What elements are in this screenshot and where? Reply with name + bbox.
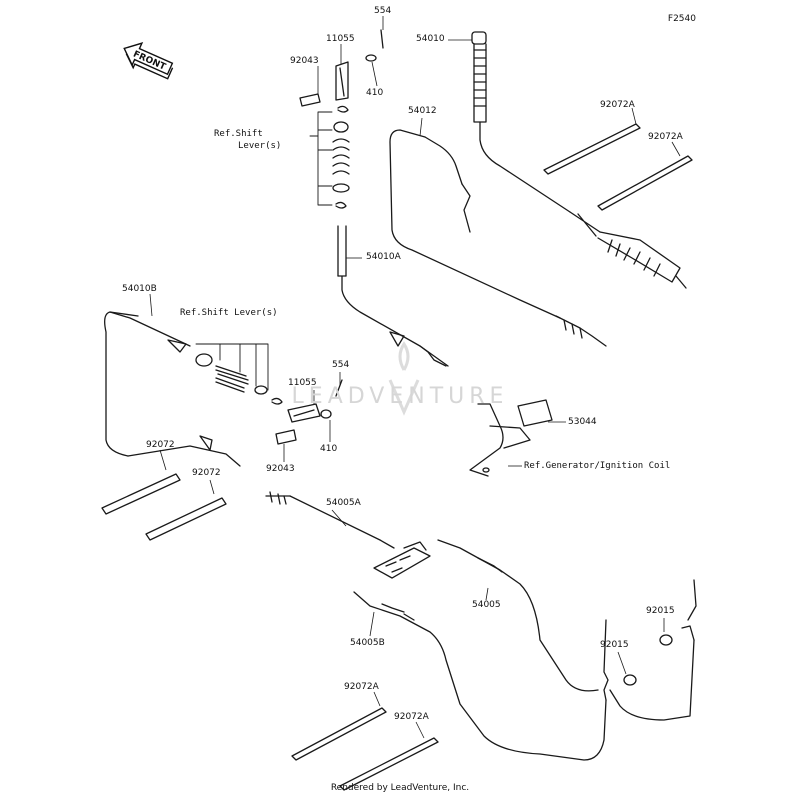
callout-92072A-4[interactable]: 92072A [394, 712, 429, 722]
callout-554-top[interactable]: 554 [374, 6, 392, 16]
callout-11055-top[interactable]: 11055 [326, 34, 355, 44]
cable-54005B [353, 591, 609, 761]
cable-54010B [104, 311, 241, 467]
cable-ties [101, 123, 693, 791]
cable-54010 [471, 31, 687, 289]
upper-shift-linkage [299, 29, 384, 209]
callout-11055-mid[interactable]: 11055 [288, 378, 317, 388]
callout-92043-mid[interactable]: 92043 [266, 464, 295, 474]
callout-92015-1[interactable]: 92015 [646, 606, 675, 616]
diagram-code: F2540 [667, 14, 696, 24]
render-credit: Rendered by LeadVenture, Inc. [330, 783, 470, 793]
ref-shift-lever-upper-line2: Lever(s) [238, 141, 282, 151]
ref-shift-lever-lower: Ref.Shift Lever(s) [180, 308, 278, 318]
callout-92072-2[interactable]: 92072 [192, 468, 221, 478]
callout-54005[interactable]: 54005 [472, 600, 501, 610]
callout-54005A[interactable]: 54005A [326, 498, 361, 508]
bracket-53044 [469, 399, 553, 477]
lower-shift-linkage [195, 343, 343, 445]
callout-410-mid[interactable]: 410 [320, 444, 338, 454]
leader-lines [149, 16, 681, 739]
cable-54012 [389, 129, 607, 347]
watermark-text: LEADVENTURE [291, 384, 509, 409]
cable-54010A [337, 225, 449, 367]
callout-554-mid[interactable]: 554 [332, 360, 350, 370]
callout-54010[interactable]: 54010 [416, 34, 445, 44]
callout-92072-1[interactable]: 92072 [146, 440, 175, 450]
grommets-92015 [623, 634, 673, 686]
callout-92072A-2[interactable]: 92072A [648, 132, 683, 142]
cable-54005A [265, 491, 431, 579]
callout-92072A-3[interactable]: 92072A [344, 682, 379, 692]
ref-generator-ignition-coil: Ref.Generator/Ignition Coil [524, 461, 671, 471]
front-arrow-icon [123, 42, 174, 80]
callout-54005B[interactable]: 54005B [350, 638, 385, 648]
leadventure-emblem [388, 341, 420, 416]
cable-54005 [437, 539, 697, 721]
ref-shift-lever-upper-line1: Ref.Shift [214, 129, 263, 139]
callout-92015-2[interactable]: 92015 [600, 640, 629, 650]
callout-92043-top[interactable]: 92043 [290, 56, 319, 66]
callout-54010B[interactable]: 54010B [122, 284, 157, 294]
callout-54012[interactable]: 54012 [408, 106, 437, 116]
callout-92072A-1[interactable]: 92072A [600, 100, 635, 110]
callout-53044[interactable]: 53044 [568, 417, 597, 427]
callout-54010A[interactable]: 54010A [366, 252, 401, 262]
callout-410-top[interactable]: 410 [366, 88, 384, 98]
